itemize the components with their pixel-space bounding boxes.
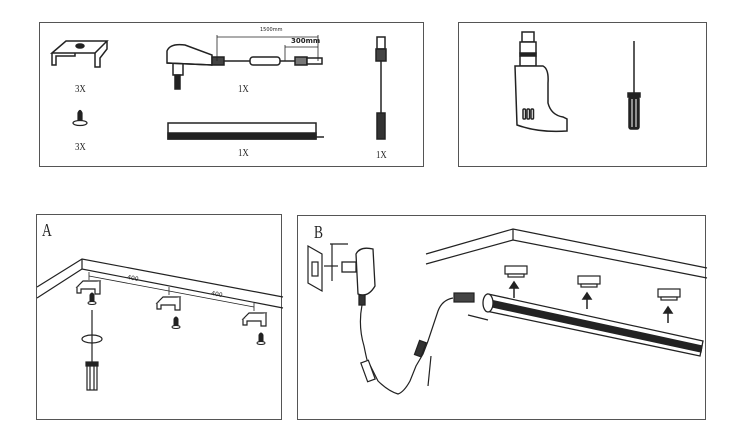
- led-light-bar-icon: [482, 293, 704, 357]
- light-bar-quantity: 1X: [238, 147, 249, 159]
- up-arrow-icon: [508, 280, 674, 323]
- screw-quantity: 3X: [75, 141, 86, 153]
- step-a-drawing: [36, 258, 284, 391]
- ceiling-edge: [36, 258, 284, 309]
- adapter-quantity: 1X: [238, 83, 249, 95]
- wall-socket-icon: [307, 243, 348, 293]
- step-a-label: A: [42, 220, 52, 240]
- parts-panel: 1500mm 300mm 3X 3X 1X 1X 1X: [39, 22, 424, 167]
- bracket-icon: [75, 280, 268, 327]
- connector-cable-icon: [375, 36, 387, 140]
- step-b-label: B: [314, 222, 324, 242]
- bracket-icon: [504, 265, 681, 301]
- connector-cable-quantity: 1X: [376, 149, 387, 161]
- tools-panel: [458, 22, 707, 167]
- bracket-quantity: 3X: [75, 83, 86, 95]
- led-light-bar-icon: [167, 122, 324, 140]
- screw-icon: [72, 109, 88, 127]
- spacing-dimension: [88, 272, 255, 311]
- drill-icon: [514, 31, 568, 133]
- screw-icon: [87, 292, 266, 345]
- ceiling-edge: [425, 228, 708, 279]
- power-adapter-icon: [341, 247, 376, 306]
- screwdriver-icon: [627, 41, 641, 130]
- cable-with-switch: [359, 292, 489, 395]
- power-adapter-icon: [166, 35, 323, 90]
- screwdriver-icon: [81, 310, 103, 391]
- tools-drawing: [514, 31, 641, 133]
- switch-length-label: 300mm: [291, 37, 321, 45]
- cable-length-label: 1500mm: [260, 27, 283, 33]
- step-b-panel: B: [297, 215, 708, 420]
- step-b-drawing: [307, 228, 708, 395]
- step-a-panel: A 400 4: [36, 214, 284, 420]
- mounting-bracket-icon: [49, 40, 109, 68]
- parts-drawing: [49, 35, 387, 140]
